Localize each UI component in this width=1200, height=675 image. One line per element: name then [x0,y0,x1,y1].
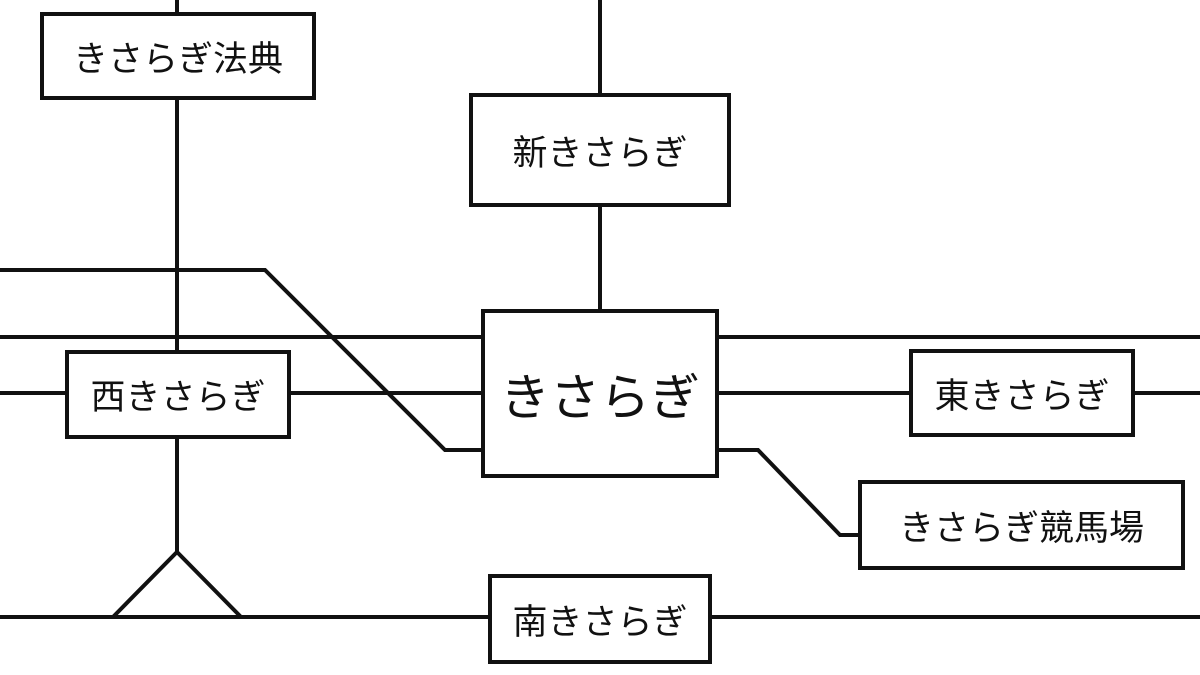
station-label: 西きさらぎ [90,378,266,418]
route-line-diagonal-west [0,268,483,452]
station-kisaragi-keibajo: きさらぎ競馬場 [858,480,1185,570]
station-label: 東きさらぎ [934,376,1110,417]
station-higashi-kisaragi: 東きさらぎ [909,349,1135,437]
route-line-diagonal-east [717,448,860,537]
station-kisaragi-houten: きさらぎ法典 [40,12,316,100]
station-label: きさらぎ競馬場 [898,508,1144,549]
station-kisaragi: きさらぎ [481,309,719,478]
station-label: 南きさらぎ [512,602,688,643]
station-label: 新きさらぎ [512,133,688,174]
station-shin-kisaragi: 新きさらぎ [469,93,731,207]
station-label: きさらぎ法典 [72,39,283,80]
route-line-fork [111,549,243,619]
station-minami-kisaragi: 南きさらぎ [488,574,712,664]
station-nishi-kisaragi: 西きさらぎ [65,350,291,439]
station-label: きさらぎ [500,368,700,427]
